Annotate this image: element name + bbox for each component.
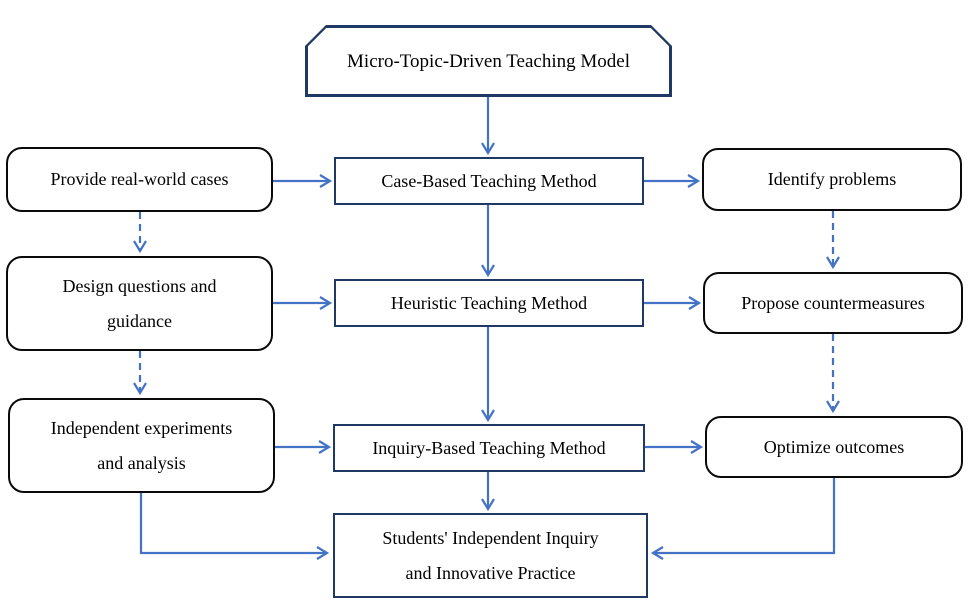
- node-students-independent-inquiry: Students' Independent Inquiry and Innova…: [333, 513, 648, 598]
- node-propose-countermeasures: Propose countermeasures: [703, 272, 963, 334]
- node-label-line1: Design questions and: [62, 275, 217, 296]
- node-independent-experiments-and-analysis: Independent experiments and analysis: [8, 398, 275, 493]
- node-label: Micro-Topic-Driven Teaching Model: [347, 50, 630, 72]
- node-label-line2: guidance: [107, 310, 172, 331]
- node-heuristic-teaching-method: Heuristic Teaching Method: [334, 279, 644, 327]
- node-label-line2: and analysis: [97, 452, 186, 473]
- node-label-line2: and Innovative Practice: [405, 562, 576, 583]
- node-identify-problems: Identify problems: [702, 148, 962, 211]
- node-label: Provide real-world cases: [50, 169, 229, 189]
- node-provide-real-world-cases: Provide real-world cases: [6, 147, 273, 212]
- node-label: Propose countermeasures: [741, 292, 925, 313]
- node-label: Identify problems: [767, 169, 897, 189]
- node-micro-topic-driven-teaching-model: Micro-Topic-Driven Teaching Model: [305, 25, 672, 97]
- node-inquiry-based-teaching-method: Inquiry-Based Teaching Method: [333, 424, 645, 472]
- node-label-line1: Independent experiments: [50, 417, 233, 438]
- node-case-based-teaching-method: Case-Based Teaching Method: [334, 157, 644, 205]
- node-optimize-outcomes: Optimize outcomes: [705, 416, 963, 478]
- node-label: Optimize outcomes: [763, 436, 905, 457]
- node-design-questions-and-guidance: Design questions and guidance: [6, 256, 273, 351]
- node-label: Case-Based Teaching Method: [381, 170, 597, 191]
- node-label: Heuristic Teaching Method: [390, 292, 588, 313]
- elbow-optimize-to-students: [650, 478, 836, 560]
- node-label: Inquiry-Based Teaching Method: [372, 437, 606, 458]
- elbow-experiments-to-students: [139, 493, 330, 560]
- node-label-line1: Students' Independent Inquiry: [382, 527, 599, 548]
